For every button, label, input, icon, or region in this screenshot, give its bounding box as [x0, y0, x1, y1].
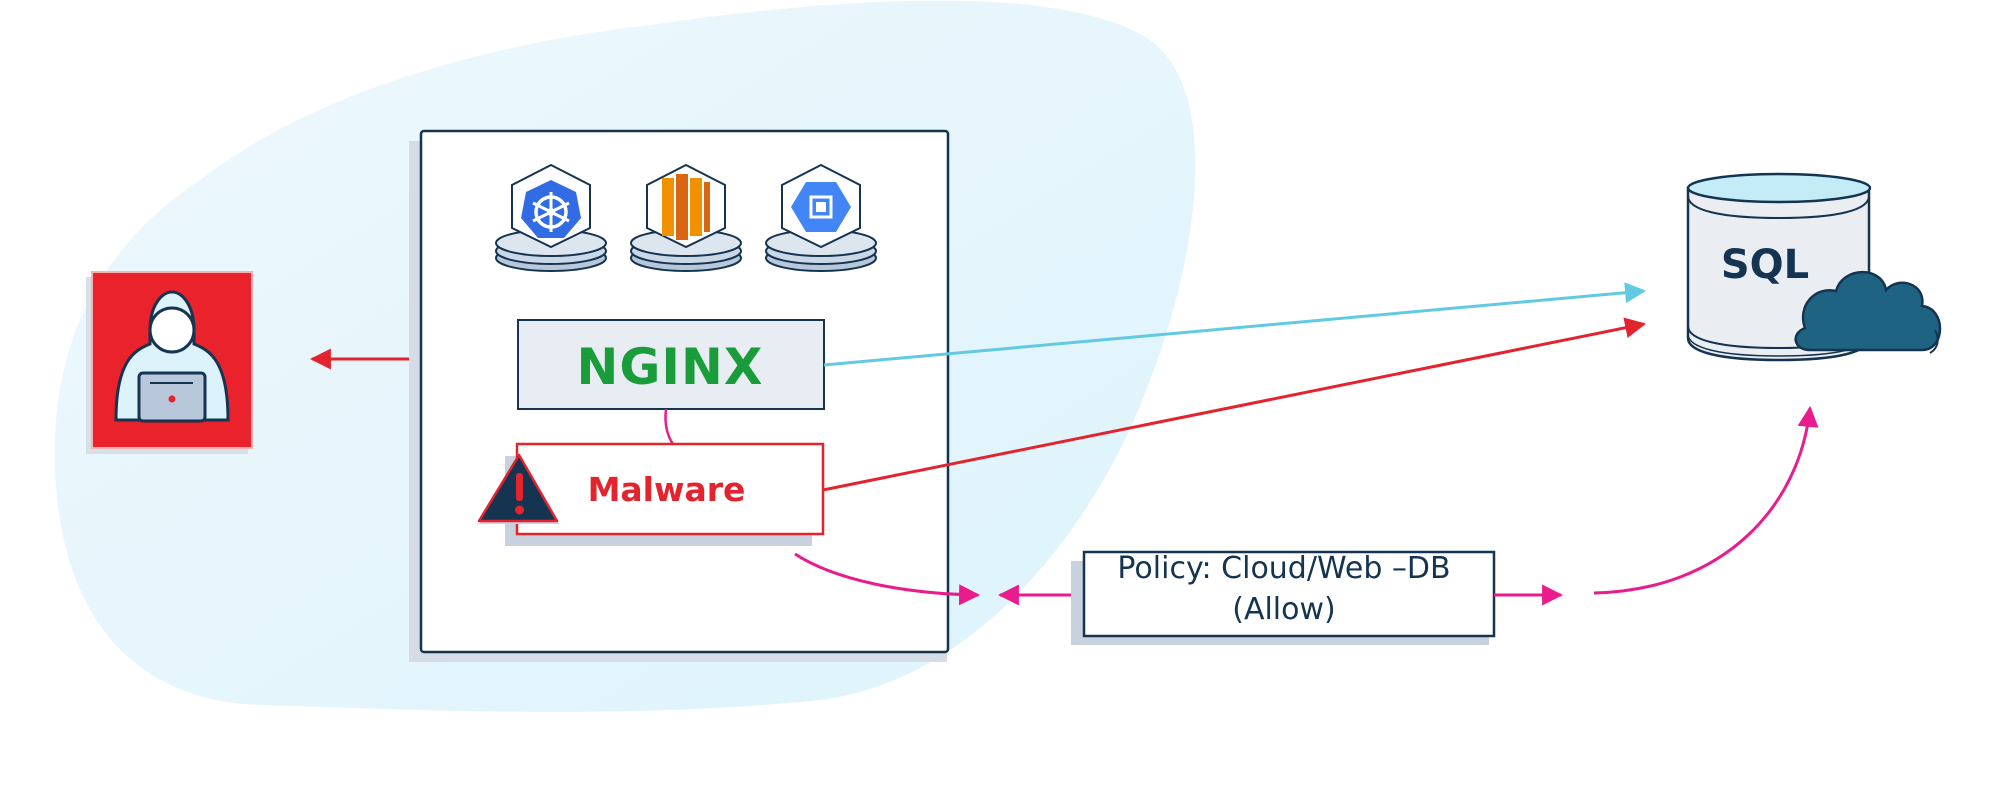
malware-policy-arrow	[794, 552, 981, 606]
policy-label: Policy: Cloud/Web –DB (Allow)	[1079, 548, 1489, 628]
allowed-flow-arrow	[823, 282, 1647, 367]
malicious-flow-arrow	[822, 317, 1647, 492]
attacker-card	[86, 271, 253, 454]
policy-label-line2: (Allow)	[1232, 592, 1336, 627]
gcp-compute-icon	[791, 182, 851, 232]
warning-icon	[477, 453, 559, 524]
database-label: SQL	[1720, 242, 1810, 288]
gcp-compute-stack	[765, 163, 877, 272]
nginx-malware-connector	[664, 408, 675, 445]
hacker-icon	[114, 290, 230, 423]
cloud-icon	[1794, 270, 1942, 354]
policy-box	[1071, 550, 1496, 645]
policy-sql-arrow	[1593, 405, 1819, 595]
nginx-logo: NGINX	[576, 338, 764, 396]
kubernetes-icon	[521, 180, 581, 238]
malware-box	[505, 442, 825, 546]
aws-ec2-icon	[662, 174, 710, 240]
nginx-box	[517, 319, 825, 410]
aws-ec2-stack	[630, 163, 742, 272]
policy-label-line1: Policy: Cloud/Web –DB	[1117, 551, 1451, 586]
kubernetes-stack	[495, 163, 607, 272]
malware-label: Malware	[587, 470, 746, 509]
